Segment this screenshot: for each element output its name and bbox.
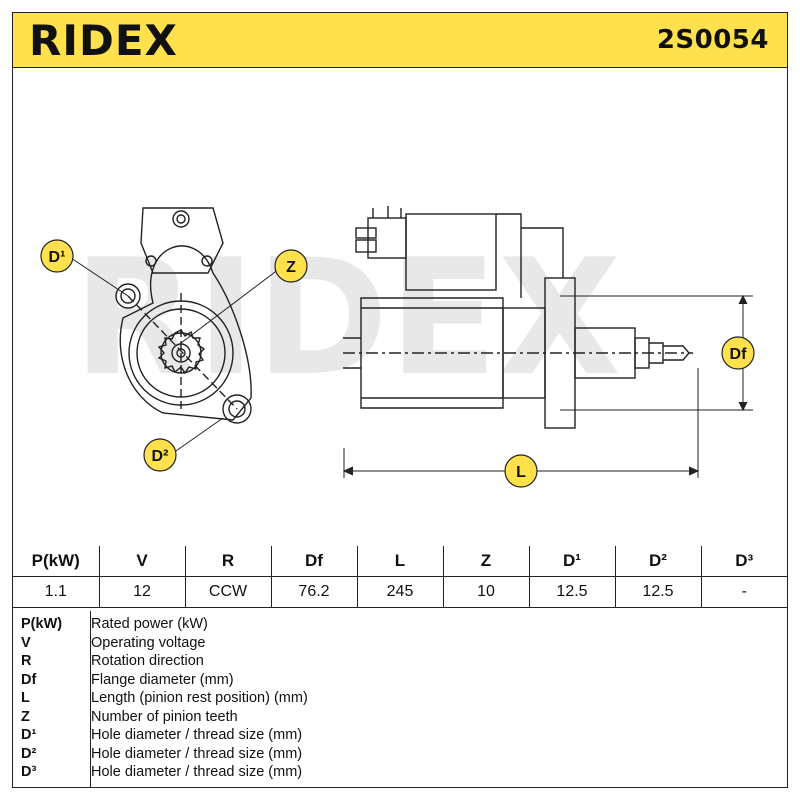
- spec-table: P(kW) V R Df L Z D¹ D² D³ 1.1 12 CCW 76.…: [13, 546, 787, 608]
- spec-value-row: 1.1 12 CCW 76.2 245 10 12.5 12.5 -: [13, 576, 787, 608]
- spec-value-cell: 12.5: [528, 576, 616, 608]
- spec-header-row: P(kW) V R Df L Z D¹ D² D³: [13, 546, 787, 577]
- legend-desc: Hole diameter / thread size (mm): [91, 745, 303, 762]
- legend-key: V: [21, 634, 31, 651]
- spec-header-cell: D²: [614, 546, 702, 577]
- legend-desc: Operating voltage: [91, 634, 206, 651]
- side-view: [343, 206, 693, 429]
- legend-desc: Flange diameter (mm): [91, 671, 234, 688]
- brand-logo: RIDEX: [29, 16, 178, 65]
- spec-value-cell: 1.1: [13, 576, 100, 608]
- spec-header-cell: R: [184, 546, 272, 577]
- spec-header-cell: L: [356, 546, 444, 577]
- label-d1: D¹: [40, 239, 74, 273]
- legend-desc: Hole diameter / thread size (mm): [91, 727, 303, 743]
- spec-header-cell: D¹: [528, 546, 616, 577]
- legend-key: Z: [21, 708, 30, 725]
- spec-value-cell: 12.5: [614, 576, 702, 608]
- legend-divider: [90, 611, 92, 787]
- spec-value-cell: 12: [98, 576, 186, 608]
- legend-key: P(kW): [21, 616, 63, 632]
- legend-desc: Hole diameter / thread size (mm): [91, 764, 303, 780]
- label-d2-text: D²: [152, 448, 169, 465]
- spec-value-cell: 76.2: [270, 576, 358, 608]
- legend-key: D³: [21, 764, 37, 780]
- legend-key: L: [21, 690, 30, 706]
- part-code: 2S0054: [656, 25, 769, 55]
- header-bar: RIDEX 2S0054: [13, 13, 787, 68]
- spec-header-cell: V: [98, 546, 186, 577]
- datasheet: RIDEX 2S0054 RIDEX: [12, 12, 788, 788]
- legend-key: D¹: [21, 727, 37, 743]
- legend-desc: Rotation direction: [91, 653, 204, 669]
- legend-key: R: [21, 653, 32, 669]
- label-z: Z: [274, 249, 308, 283]
- legend: P(kW) Rated power (kW) V Operating volta…: [13, 611, 787, 787]
- starter-motor-drawing: RIDEX: [40, 206, 755, 488]
- spec-header-cell: D³: [700, 546, 787, 577]
- label-l: L: [504, 454, 538, 488]
- front-view: [115, 207, 252, 424]
- spec-value-cell: CCW: [184, 576, 272, 608]
- spec-value-cell: 245: [356, 576, 444, 608]
- label-df-text: Df: [730, 346, 748, 363]
- technical-drawing: RIDEX: [13, 68, 787, 546]
- label-l-text: L: [516, 464, 526, 481]
- legend-desc: Length (pinion rest position) (mm): [91, 690, 308, 706]
- spec-value-cell: 10: [442, 576, 530, 608]
- label-d1-text: D¹: [49, 249, 66, 266]
- spec-value-cell: -: [700, 576, 787, 608]
- spec-header-cell: P(kW): [13, 546, 100, 577]
- legend-desc: Number of pinion teeth: [91, 708, 238, 725]
- label-df: Df: [721, 336, 755, 370]
- spec-header-cell: Df: [270, 546, 358, 577]
- dimension-labels: D¹ Z D² Df L: [40, 239, 755, 488]
- watermark: RIDEX: [73, 224, 621, 411]
- legend-desc: Rated power (kW): [91, 616, 208, 632]
- legend-key: D²: [21, 745, 37, 762]
- label-d2: D²: [143, 438, 177, 472]
- legend-key: Df: [21, 671, 37, 688]
- label-z-text: Z: [286, 259, 296, 276]
- spec-header-cell: Z: [442, 546, 530, 577]
